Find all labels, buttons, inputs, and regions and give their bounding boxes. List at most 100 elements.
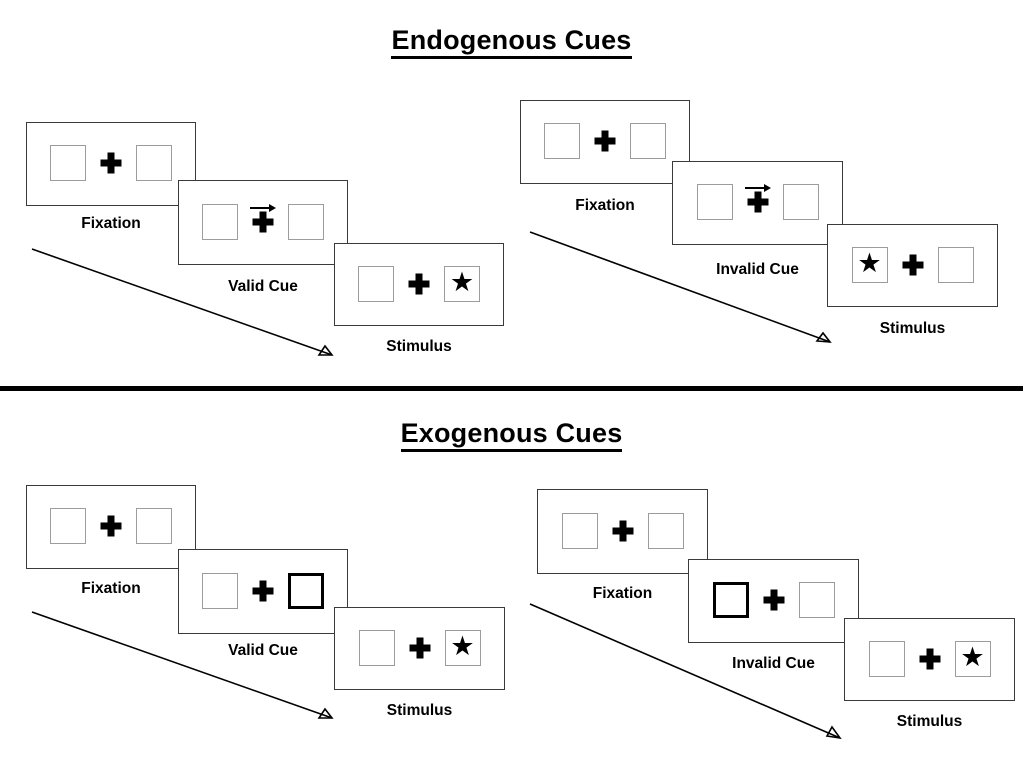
fixation-cross xyxy=(394,264,444,304)
panel-content: ★ xyxy=(828,225,997,306)
section-title-endogenous-text: Endogenous Cues xyxy=(391,25,632,59)
left-placeholder-box xyxy=(868,640,905,677)
right-placeholder-box xyxy=(136,508,172,544)
panel-exogenous-invalid-stimulus: ★ xyxy=(844,618,1015,701)
caption-endogenous-invalid-stimulus: Stimulus xyxy=(879,320,946,337)
stimulus-row xyxy=(202,202,324,242)
left-placeholder-box xyxy=(358,265,394,302)
caption-exogenous-valid-fixation: Fixation xyxy=(81,580,141,597)
panel-content xyxy=(538,490,707,573)
right-placeholder-box xyxy=(288,203,324,240)
caption-exogenous-valid-cue: Valid Cue xyxy=(228,642,298,659)
stimulus-row xyxy=(696,182,819,222)
left-placeholder-box xyxy=(202,572,238,609)
right-placeholder-box xyxy=(630,123,666,159)
fixation-cross-with-arrow xyxy=(238,202,288,242)
flow-arrow-exogenous-valid xyxy=(31,611,334,719)
section-title-exogenous-text: Exogenous Cues xyxy=(400,418,623,452)
panel-exogenous-valid-cue xyxy=(178,549,348,634)
panel-content: ★ xyxy=(335,608,504,689)
stimulus-row xyxy=(561,511,684,551)
cross-vertical-bar xyxy=(259,211,267,232)
cross-vertical-bar xyxy=(415,273,423,294)
stimulus-row: ★ xyxy=(851,245,974,285)
caption-endogenous-valid-stimulus: Stimulus xyxy=(386,338,452,355)
stimulus-row xyxy=(50,143,172,183)
section-divider xyxy=(0,386,1023,391)
panel-content: ★ xyxy=(845,619,1014,700)
stimulus-row: ★ xyxy=(358,264,480,304)
left-placeholder-box xyxy=(50,508,86,544)
left-placeholder-box xyxy=(358,629,395,666)
fixation-cross xyxy=(86,143,136,183)
arrow-shaft xyxy=(250,206,271,209)
left-placeholder-box xyxy=(561,512,598,549)
flow-arrow-endogenous-invalid xyxy=(529,231,832,343)
arrow-shaft xyxy=(744,187,766,190)
arrow-head xyxy=(269,203,276,212)
fixation-cross xyxy=(580,121,630,161)
panel-content xyxy=(689,560,858,642)
left-placeholder-box xyxy=(696,184,733,220)
left-target-box: ★ xyxy=(851,246,888,283)
cross-vertical-bar xyxy=(619,520,626,541)
stimulus-row: ★ xyxy=(358,628,481,668)
right-placeholder-box xyxy=(782,184,819,220)
cross-vertical-bar xyxy=(107,515,115,537)
section-title-exogenous: Exogenous Cues xyxy=(0,418,1023,452)
right-target-box: ★ xyxy=(444,265,480,302)
stimulus-row xyxy=(712,580,835,620)
panel-endogenous-valid-fixation xyxy=(26,122,196,206)
stimulus-row: ★ xyxy=(868,639,991,679)
cross-vertical-bar xyxy=(909,254,916,275)
caption-endogenous-invalid-cue: Invalid Cue xyxy=(716,261,799,278)
cross-vertical-bar xyxy=(601,130,609,152)
caption-exogenous-invalid-cue: Invalid Cue xyxy=(732,655,815,672)
panel-content xyxy=(521,101,689,183)
caption-endogenous-invalid-fixation: Fixation xyxy=(575,197,635,214)
left-placeholder-box xyxy=(50,145,86,181)
arrow-cue-right-icon xyxy=(250,203,276,214)
fixation-cross xyxy=(395,628,445,668)
panel-exogenous-invalid-cue xyxy=(688,559,859,643)
star-target-icon: ★ xyxy=(857,248,882,278)
panel-endogenous-valid-cue xyxy=(178,180,348,265)
caption-endogenous-valid-cue: Valid Cue xyxy=(228,278,298,295)
fixation-cross xyxy=(888,245,938,285)
panel-content xyxy=(673,162,842,244)
right-placeholder-box xyxy=(136,145,172,181)
cross-vertical-bar xyxy=(770,589,777,611)
left-cue-box-highlighted xyxy=(712,582,749,618)
cross-vertical-bar xyxy=(259,580,267,601)
left-placeholder-box xyxy=(202,203,238,240)
panel-exogenous-valid-stimulus: ★ xyxy=(334,607,505,690)
section-title-endogenous: Endogenous Cues xyxy=(0,25,1023,59)
panel-exogenous-invalid-fixation xyxy=(537,489,708,574)
cross-vertical-bar xyxy=(926,648,933,669)
left-placeholder-box xyxy=(544,123,580,159)
fixation-cross xyxy=(598,511,648,551)
panel-exogenous-valid-fixation xyxy=(26,485,196,569)
fixation-cross-with-arrow xyxy=(733,182,783,222)
right-placeholder-box xyxy=(937,246,974,283)
flow-arrow-exogenous-invalid xyxy=(529,603,842,740)
right-placeholder-box xyxy=(798,582,835,618)
fixation-cross xyxy=(238,571,288,611)
right-target-box: ★ xyxy=(444,629,481,666)
panel-endogenous-valid-stimulus: ★ xyxy=(334,243,504,326)
fixation-cross xyxy=(86,506,136,546)
cross-vertical-bar xyxy=(754,191,761,213)
arrow-cue-right-icon xyxy=(744,184,771,194)
star-target-icon: ★ xyxy=(449,267,475,297)
arrow-head xyxy=(763,184,771,193)
star-target-icon: ★ xyxy=(960,642,985,672)
panel-content xyxy=(27,123,195,205)
fixation-cross xyxy=(749,580,799,620)
panel-content xyxy=(179,181,347,264)
panel-endogenous-invalid-cue xyxy=(672,161,843,245)
cross-vertical-bar xyxy=(107,152,115,174)
cross-vertical-bar xyxy=(416,637,423,658)
flow-arrow-endogenous-valid xyxy=(31,248,334,356)
caption-exogenous-valid-stimulus: Stimulus xyxy=(386,702,453,719)
